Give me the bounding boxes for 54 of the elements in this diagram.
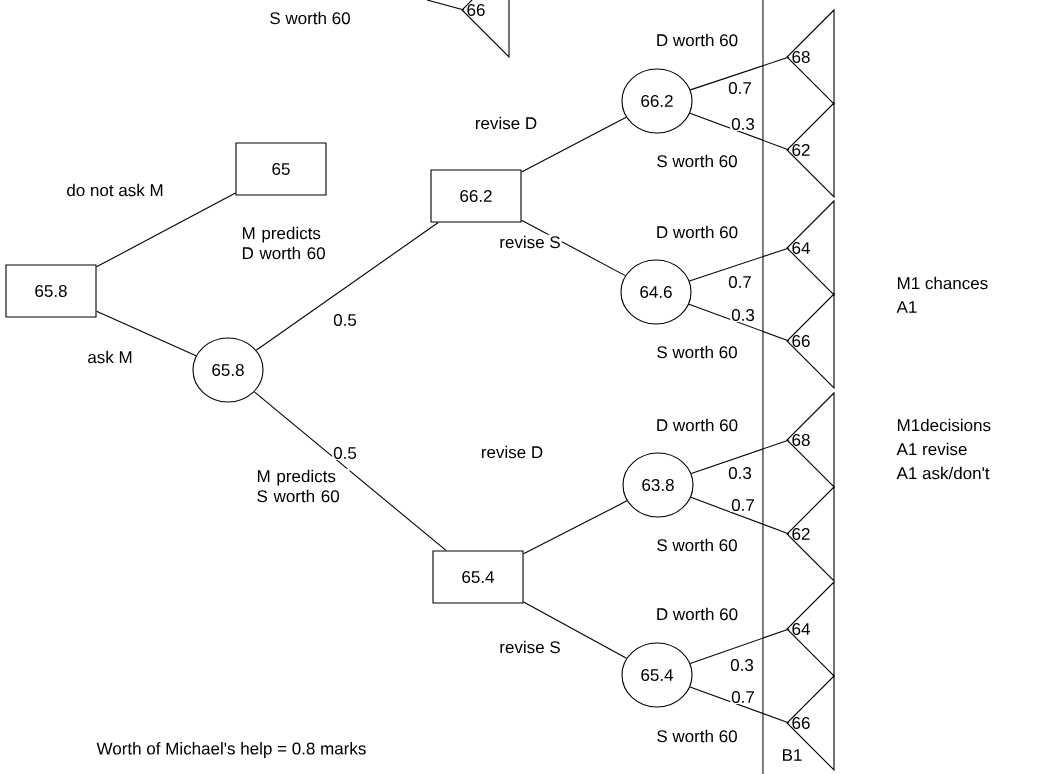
branch-line	[521, 219, 626, 277]
note-text: D worth 60	[654, 606, 740, 622]
branch-line	[426, 0, 465, 11]
edge-label: do not ask M	[65, 182, 165, 198]
branch-line	[690, 439, 790, 475]
note-text: D worth 60	[654, 32, 740, 48]
note-text: D worth 60	[654, 224, 740, 240]
edge-label: 0.3	[729, 658, 755, 672]
branch-line	[523, 601, 628, 659]
branch-line	[688, 303, 790, 342]
branch-line	[690, 496, 790, 535]
note-text: A1 ask/don't	[895, 465, 991, 481]
edge-label: 0.5	[332, 313, 358, 327]
note-text: S worth 60	[268, 10, 352, 26]
branch-line	[96, 310, 197, 357]
decision-box: 65	[235, 142, 327, 196]
decision-box: 66.2	[430, 169, 522, 223]
note-text: D worth 60	[654, 417, 740, 433]
decision-box: 65.8	[5, 264, 97, 318]
edge-label: 0.5	[332, 446, 358, 460]
decision-box: 65.4	[432, 550, 524, 604]
note-text: Worth of Michael's help = 0.8 marks	[95, 741, 368, 759]
note-text: A1	[895, 300, 919, 314]
edge-label: 0.3	[730, 117, 756, 131]
edge-label: 0.7	[727, 80, 753, 95]
branch-line	[689, 112, 790, 151]
note-text: M predicts D worth 60	[240, 225, 335, 261]
branch-line	[688, 247, 790, 282]
note-text: M predicts S worth 60	[255, 468, 350, 504]
note-text: S worth 60	[655, 537, 739, 553]
edge-label: ask M	[86, 349, 134, 365]
edge-label: revise S	[498, 639, 562, 655]
note-text: S worth 60	[655, 728, 739, 744]
branch-line	[253, 391, 447, 551]
edge-label: 0.7	[727, 275, 753, 289]
note-text: S worth 60	[655, 153, 739, 169]
note-text: M1decisions	[895, 417, 993, 433]
edge-label: 0.7	[730, 690, 756, 704]
edge-label: 0.7	[730, 498, 756, 512]
edge-label: 0.3	[730, 308, 756, 322]
edge-label: revise D	[479, 444, 545, 460]
note-text: M1 chances	[895, 275, 990, 291]
edge-label: revise D	[473, 115, 539, 131]
edge-label: 0.3	[727, 466, 753, 480]
branch-line	[689, 628, 790, 664]
branch-line	[96, 192, 236, 268]
branch-line	[523, 500, 628, 555]
note-text: S worth 60	[655, 344, 739, 360]
branch-line	[521, 116, 627, 173]
branch-line	[689, 686, 790, 724]
note-text: A1 revise	[895, 441, 969, 457]
edge-label: revise S	[498, 234, 562, 250]
branch-line	[255, 222, 439, 351]
branch-line	[689, 56, 790, 91]
